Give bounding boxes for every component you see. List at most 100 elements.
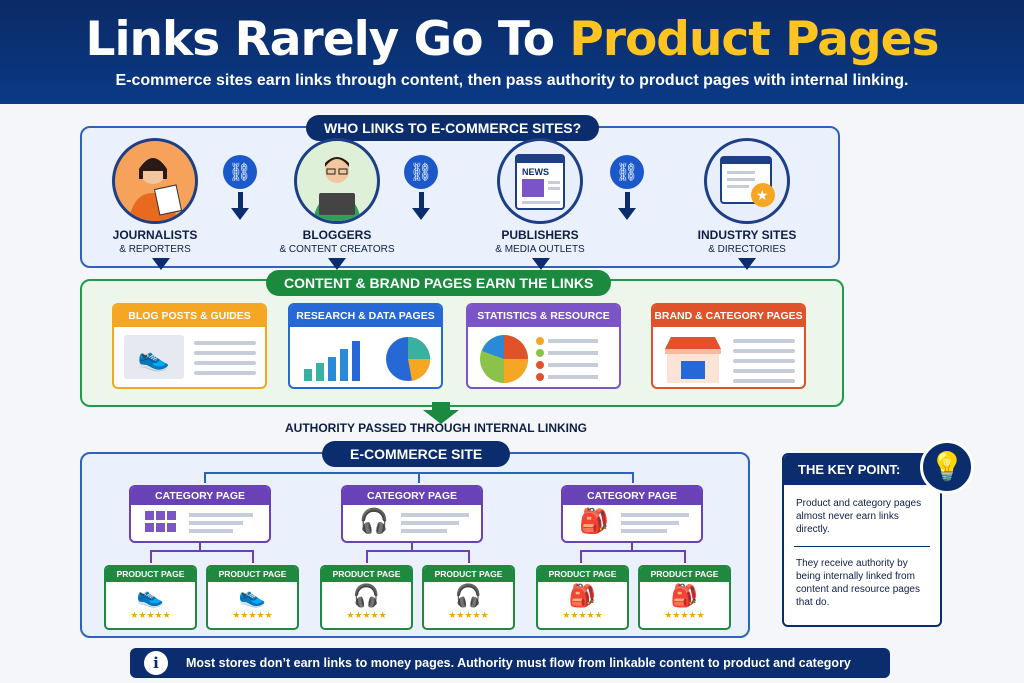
- source-name: BLOGGERS: [302, 228, 372, 242]
- product-page-card: PRODUCT PAGE 🎧 ★★★★★: [422, 565, 515, 630]
- content-heading: CONTENT & BRAND PAGES EARN THE LINKS: [266, 270, 612, 296]
- journalist-icon: [112, 138, 198, 224]
- product-label: PRODUCT PAGE: [424, 567, 513, 582]
- source-publishers: NEWS PUBLISHERS & MEDIA OUTLETS: [465, 138, 615, 255]
- category-label: CATEGORY PAGE: [563, 487, 701, 505]
- product-label: PRODUCT PAGE: [322, 567, 411, 582]
- connector-line: [411, 543, 413, 551]
- lightbulb-icon: 💡: [920, 440, 974, 494]
- link-icon: ⛓: [610, 155, 644, 189]
- rating-stars: ★★★★★: [346, 610, 387, 620]
- category-page-1: CATEGORY PAGE: [129, 485, 271, 543]
- category-label: CATEGORY PAGE: [131, 487, 269, 505]
- card-brand-category: BRAND & CATEGORY PAGES: [651, 303, 806, 389]
- category-page-2: CATEGORY PAGE 🎧: [341, 485, 483, 543]
- source-name: JOURNALISTS: [112, 228, 198, 242]
- card-statistics-resources: STATISTICS & RESOURCE PAGES: [466, 303, 621, 389]
- page-title: Links Rarely Go To Product Pages: [0, 12, 1024, 68]
- product-label: PRODUCT PAGE: [208, 567, 297, 582]
- sneaker-icon: 👟: [238, 583, 267, 608]
- down-arrow-icon: [412, 208, 430, 220]
- connector-line: [150, 550, 254, 552]
- connector-line: [684, 550, 686, 563]
- product-page-card: PRODUCT PAGE 🎒 ★★★★★: [638, 565, 731, 630]
- title-highlight: Product Pages: [569, 12, 939, 67]
- rating-stars: ★★★★★: [562, 610, 603, 620]
- connector-line: [252, 550, 254, 563]
- down-arrow-icon: [738, 258, 756, 270]
- product-page-card: PRODUCT PAGE 👟 ★★★★★: [104, 565, 197, 630]
- card-label: BLOG POSTS & GUIDES: [114, 305, 265, 327]
- product-page-card: PRODUCT PAGE 🎧 ★★★★★: [320, 565, 413, 630]
- arrow-shaft: [432, 402, 450, 412]
- key-point-heading: THE KEY POINT:: [784, 455, 940, 485]
- page-subtitle: E-commerce sites earn links through cont…: [115, 72, 909, 89]
- down-arrow-icon: [152, 258, 170, 270]
- down-arrow-icon: [231, 208, 249, 220]
- connector-line: [632, 472, 634, 483]
- green-down-arrow-icon: [423, 410, 459, 424]
- connector-line: [366, 550, 368, 563]
- connector-line: [199, 543, 201, 551]
- text-lines: [621, 513, 689, 533]
- rating-stars: ★★★★★: [232, 610, 273, 620]
- grid-icon: [145, 511, 253, 533]
- card-blog-posts: BLOG POSTS & GUIDES 👟: [112, 303, 267, 389]
- down-arrow-icon: [532, 258, 550, 270]
- blogger-icon: [294, 138, 380, 224]
- source-bloggers: BLOGGERS & CONTENT CREATORS: [262, 138, 412, 255]
- connector-line: [366, 550, 470, 552]
- product-label: PRODUCT PAGE: [640, 567, 729, 582]
- rating-stars: ★★★★★: [664, 610, 705, 620]
- card-label: RESEARCH & DATA PAGES: [290, 305, 441, 327]
- headphones-icon: 🎧: [359, 508, 389, 535]
- text-lines: [401, 513, 469, 533]
- sneaker-icon: 👟: [136, 583, 165, 608]
- category-page-3: CATEGORY PAGE 🎒: [561, 485, 703, 543]
- card-label: STATISTICS & RESOURCE PAGES: [468, 305, 619, 344]
- connector-line: [631, 543, 633, 551]
- product-label: PRODUCT PAGE: [106, 567, 195, 582]
- product-label: PRODUCT PAGE: [538, 567, 627, 582]
- connector-line: [468, 550, 470, 563]
- directory-icon: ★: [704, 138, 790, 224]
- rating-stars: ★★★★★: [130, 610, 171, 620]
- text-lines: [194, 341, 256, 381]
- connector-line: [418, 472, 420, 483]
- newspaper-icon: NEWS: [497, 138, 583, 224]
- divider: [794, 546, 930, 547]
- source-journalists: JOURNALISTS & REPORTERS: [80, 138, 230, 255]
- headphones-icon: 🎧: [352, 583, 381, 608]
- backpack-icon: 🎒: [568, 583, 597, 608]
- source-name: INDUSTRY SITES: [697, 228, 797, 242]
- text-lines: [733, 339, 795, 387]
- connector-line: [580, 550, 686, 552]
- info-icon: i: [144, 651, 168, 675]
- key-point-text-1: Product and category pages almost never …: [796, 498, 922, 535]
- title-part-1: Links Rarely Go To: [85, 12, 570, 67]
- ecommerce-heading: E-COMMERCE SITE: [322, 441, 511, 467]
- product-page-card: PRODUCT PAGE 👟 ★★★★★: [206, 565, 299, 630]
- category-label: CATEGORY PAGE: [343, 487, 481, 505]
- bar-chart-icon: [304, 337, 431, 381]
- footer-banner: i Most stores don’t earn links to money …: [130, 648, 890, 678]
- connector-line: [150, 550, 152, 563]
- source-sub: & MEDIA OUTLETS: [495, 244, 585, 255]
- key-point-box: THE KEY POINT: Product and category page…: [782, 453, 942, 627]
- source-sub: & CONTENT CREATORS: [279, 244, 395, 255]
- down-arrow-icon: [618, 208, 636, 220]
- source-industry-sites: ★ INDUSTRY SITES & DIRECTORIES: [672, 138, 822, 255]
- connector-line: [580, 550, 582, 563]
- authority-label: AUTHORITY PASSED THROUGH INTERNAL LINKIN…: [285, 421, 588, 435]
- who-links-heading: WHO LINKS TO E-COMMERCE SITES?: [306, 115, 600, 141]
- rating-stars: ★★★★★: [448, 610, 489, 620]
- footer-text: Most stores don’t earn links to money pa…: [186, 656, 851, 670]
- sneaker-icon: 👟: [124, 335, 184, 379]
- header-banner: Links Rarely Go To Product Pages E-comme…: [0, 0, 1024, 104]
- key-point-text-2: They receive authority by being internal…: [796, 558, 920, 608]
- arrow-shaft: [419, 192, 424, 208]
- backpack-icon: 🎒: [670, 583, 699, 608]
- backpack-icon: 🎒: [579, 508, 609, 535]
- storefront-icon: [665, 337, 721, 383]
- arrow-shaft: [625, 192, 630, 208]
